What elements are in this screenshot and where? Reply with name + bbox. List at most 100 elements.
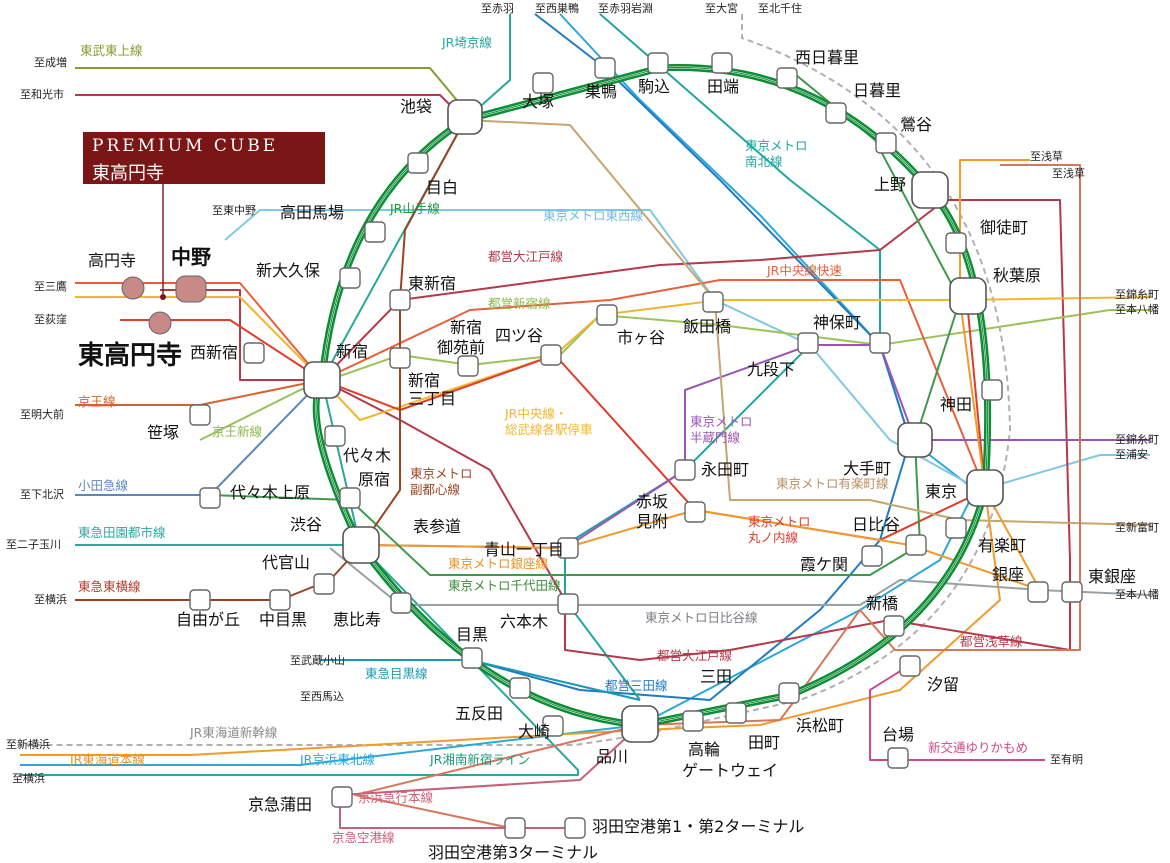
station-label: 秋葉原 [993,266,1041,285]
shibuya-hub [342,526,380,564]
ueno-hub [911,171,949,209]
line-label: JR京浜東北線 [299,752,375,767]
direction-label: 至大宮 [705,1,738,15]
line-label: JR中央線快速 [766,263,842,278]
brand-station: 東高円寺 [92,163,164,184]
line-label: JR中央線・ [504,406,567,421]
line-label: 東京メトロ日比谷線 [645,610,758,625]
line-label: 丸ノ内線 [748,530,799,545]
map-element [540,344,562,366]
station-label: 御徒町 [980,218,1028,237]
map-element [825,102,847,124]
map-element: 池袋 大塚 巣鴨 駒込 田端 西日暮里 日暮里 鶯谷 上野 御徒町 秋葉原 神田… [78,48,1136,862]
shinagawa-hub [621,705,659,743]
map-element [594,57,616,79]
station-label: 新宿 [450,318,482,337]
station-label: 品川 [596,747,628,766]
station-label: 原宿 [358,470,390,489]
direction-label: 至本八幡 [1115,302,1159,316]
map-element [390,592,412,614]
direction-label: 至明大前 [20,407,64,421]
map-element [532,72,554,94]
map-element [564,817,586,839]
line-label: JR東海道新幹線 [189,725,278,740]
yurikamome-line [869,664,1045,761]
station-label: 池袋 [400,97,432,116]
line-label: 東武東上線 [80,43,143,58]
direction-label: 至荻窪 [34,312,67,326]
map-element: 至赤羽 至西巣鴨 至赤羽岩淵 至大宮 至北千住 至成増 至和光市 至東中野 至三… [6,1,1159,785]
line-label: JR山手線 [389,201,440,216]
map-element: 東武東上線 JR埼京線 JR山手線 東京メトロ東西線 都営大江戸線 都営新宿線 … [69,35,1028,845]
line-label: JR東海道本線 [69,752,145,767]
map-element [504,817,526,839]
premium-cube-callout: PREMIUM CUBE 東高円寺 [83,132,325,184]
map-element [269,589,291,611]
hibiya-line [329,547,1151,606]
map-element [389,289,411,311]
station-label: 田町 [748,733,780,752]
map-element [199,487,221,509]
map-element [883,615,905,637]
line-label: 京王線 [78,394,116,409]
direction-label: 至新横浜 [6,737,50,751]
station-label: 市ヶ谷 [617,328,665,347]
koenji-dot [121,276,145,300]
station-label: 京急蒲田 [248,795,312,814]
line-label: 東京メトロ [748,514,811,529]
shinjuku-hub [303,361,341,399]
station-label: 田端 [707,77,739,96]
tobu-tojo-line [75,67,466,111]
station-label: 羽田空港第1・第2ターミナル [592,817,804,836]
nakano-node [175,275,207,303]
station-label: 日暮里 [853,81,901,100]
station-label: 新宿 [408,371,440,390]
map-element [542,715,564,737]
map-element [461,647,483,669]
map-element [981,379,1003,401]
map-element [682,710,704,732]
direction-label: 至横浜 [12,771,45,785]
station-label: 台場 [882,725,914,744]
station-label: ゲートウェイ [682,761,778,780]
map-element [861,545,883,567]
station-label: 新大久保 [256,261,320,280]
akihabara-hub [949,277,987,315]
direction-label: 至武蔵小山 [290,654,345,667]
map-element [189,589,211,611]
map-element [875,132,897,154]
station-label: 銀座 [992,565,1024,584]
line-label: 東京メトロ有楽町線 [776,476,889,491]
station-label: 浜松町 [796,716,844,735]
station-label: 神保町 [813,313,861,332]
map-element [797,332,819,354]
line-label: 都営大江戸線 [488,249,564,264]
small-station-nodes [189,52,1083,839]
line-label: 小田急線 [78,478,129,493]
line-label: 京王新線 [212,424,263,439]
map-element [945,232,967,254]
station-label: 汐留 [927,675,959,694]
station-label: 羽田空港第3ターミナル [428,843,598,862]
direction-label: 至浦安 [1115,447,1148,461]
map-element [596,304,618,326]
station-label: 西日暮里 [795,48,859,67]
line-label: 都営浅草線 [960,634,1023,649]
tokaido-line [20,489,1001,756]
direction-label: 至西巣鴨 [535,1,579,15]
line-label: 都営新宿線 [488,296,551,311]
map-element [887,747,909,769]
direction-label: 至浅草 [1052,167,1085,180]
station-label: 東新宿 [408,274,456,293]
direction-label: 至成増 [34,56,67,69]
map-element [339,267,361,289]
station-label: 四ツ谷 [495,326,543,345]
line-label: 東急目黒線 [365,666,428,681]
station-label: 永田町 [701,460,749,479]
station-label: 飯田橋 [683,317,731,336]
station-label: 目白 [426,178,458,197]
map-element [457,355,479,377]
keihin-tohoku-line [20,13,976,766]
station-label: 駒込 [638,77,670,96]
map-element [339,487,361,509]
